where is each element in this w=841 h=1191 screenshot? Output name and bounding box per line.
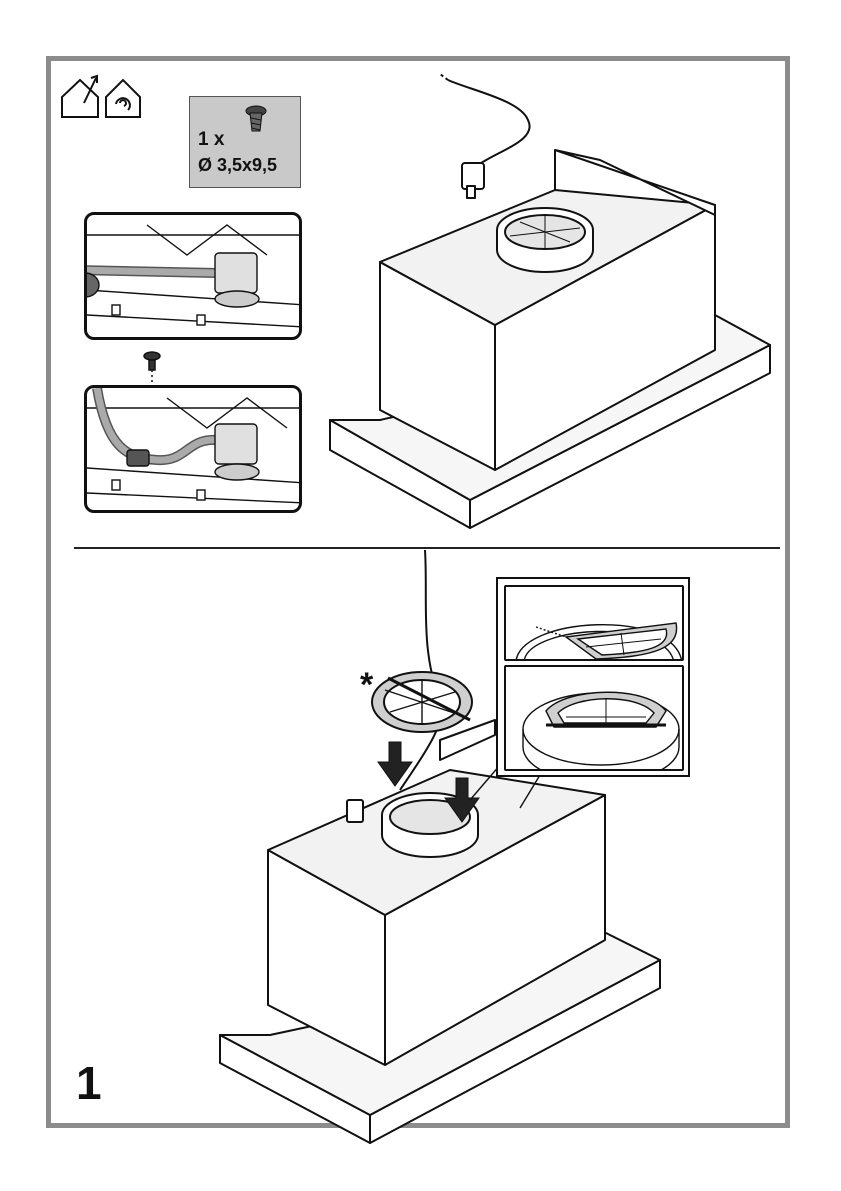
detail-filter-tilted	[504, 585, 684, 661]
screw-quantity: 1 x	[198, 129, 224, 151]
screw-size: Ø 3,5x9,5	[198, 155, 277, 176]
detail-filter-tilted-drawing	[506, 587, 684, 661]
inset-cable-before	[84, 212, 302, 340]
house-recirculation-icon	[106, 80, 140, 117]
inset-cable-before-drawing	[87, 215, 302, 340]
house-ducted-icon	[62, 76, 98, 117]
asterisk-label: *	[360, 668, 373, 702]
step-number: 1	[76, 1060, 102, 1106]
section-divider	[74, 547, 780, 549]
detail-panel	[496, 577, 690, 777]
detail-filter-seated-drawing	[506, 667, 684, 771]
hood-illustration-top	[330, 74, 770, 528]
inset-cable-after-drawing	[87, 388, 302, 513]
screw-callout: 1 x Ø 3,5x9,5	[189, 96, 301, 188]
inset-cable-after	[84, 385, 302, 513]
detail-filter-seated	[504, 665, 684, 771]
